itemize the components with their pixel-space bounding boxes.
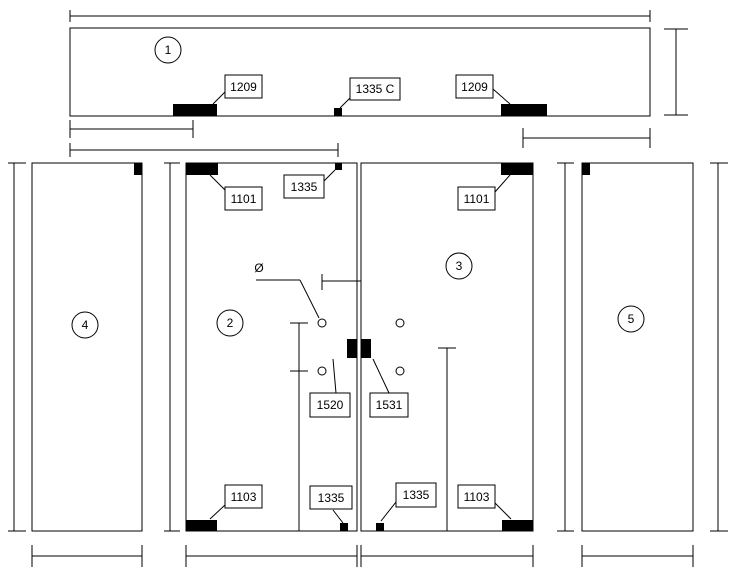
dimension-hole-position-left [290, 322, 308, 531]
fitting-1103-right [502, 520, 533, 531]
label-1335-bottom-left: 1335 [309, 485, 353, 510]
label-1209-left: 1209 [224, 74, 263, 99]
label-1101-right: 1101 [457, 186, 496, 211]
dimension-panel-3-width [360, 545, 534, 567]
svg-text:1103: 1103 [231, 490, 257, 504]
label-1520: 1520 [309, 392, 351, 418]
svg-text:1209: 1209 [230, 80, 257, 94]
svg-text:1520: 1520 [317, 398, 344, 412]
label-1335c: 1335 C [349, 77, 401, 101]
dimension-1209-left-offset [69, 120, 194, 138]
dimension-hole-position-right [438, 347, 456, 531]
panel-2-number: 2 [216, 309, 244, 337]
label-1103-left: 1103 [224, 484, 263, 509]
dimension-panel-2-width [185, 545, 358, 567]
fitting-1101-left [186, 163, 218, 175]
dimension-top-height [664, 28, 688, 116]
svg-text:1335: 1335 [291, 180, 318, 194]
svg-text:5: 5 [628, 312, 635, 326]
svg-text:4: 4 [82, 318, 89, 332]
panel-5-number: 5 [617, 305, 645, 333]
panel-3-hole-lower [395, 366, 405, 376]
fitting-1531 [361, 339, 371, 358]
label-1101-left: 1101 [224, 186, 263, 211]
svg-text:2: 2 [227, 316, 234, 330]
panel-5-corner-fitting [582, 163, 590, 175]
dimension-panel-5-height-right [710, 162, 728, 532]
svg-text:1209: 1209 [461, 80, 488, 94]
dimension-panel-5-height-left [557, 162, 574, 532]
fitting-1335c [334, 108, 342, 116]
diameter-callout: Ø [254, 261, 320, 319]
panel-3-number: 3 [445, 252, 473, 280]
label-1335-top: 1335 [283, 174, 325, 199]
svg-text:1103: 1103 [464, 490, 490, 504]
label-1209-right: 1209 [455, 74, 494, 99]
svg-text:3: 3 [456, 259, 463, 273]
label-1103-right: 1103 [457, 484, 496, 509]
dimension-panel-4-height [8, 162, 26, 532]
panel-1 [69, 27, 651, 117]
panel-4 [31, 162, 143, 532]
fitting-1335-bottom-right [376, 523, 384, 531]
fitting-1335-top [335, 163, 342, 170]
svg-text:1101: 1101 [231, 192, 257, 206]
panel-4-corner-fitting [134, 163, 142, 175]
dimension-1209-right-offset [522, 128, 651, 148]
panel-3-hole-upper [395, 318, 405, 328]
fitting-1101-right [501, 163, 533, 175]
svg-text:1531: 1531 [376, 398, 403, 412]
panel-5 [581, 162, 694, 532]
dimension-panel-2-height [164, 162, 180, 532]
fitting-1103-left [186, 520, 217, 531]
dimension-1335c-offset [69, 143, 339, 157]
svg-text:1335 C: 1335 C [356, 82, 395, 96]
dimension-top-width [69, 10, 651, 22]
fitting-1335-bottom-left [340, 523, 348, 531]
svg-text:1: 1 [165, 43, 172, 57]
label-1335-bottom-right: 1335 [395, 482, 437, 508]
panel-2 [185, 162, 358, 532]
fitting-1520 [347, 339, 357, 358]
diameter-symbol: Ø [254, 261, 263, 275]
svg-text:1335: 1335 [403, 488, 430, 502]
panel-1-number: 1 [154, 36, 182, 64]
panel-2-hole-lower [317, 366, 327, 376]
fitting-1209-left [173, 104, 217, 116]
panel-2-hole-upper [317, 318, 327, 328]
svg-text:1101: 1101 [464, 192, 490, 206]
fitting-1209-right [501, 104, 547, 116]
svg-text:1335: 1335 [318, 491, 345, 505]
label-1531: 1531 [369, 392, 409, 418]
dimension-panel-5-width [581, 545, 694, 567]
panel-4-number: 4 [71, 311, 99, 339]
dimension-panel-4-width [31, 545, 143, 567]
